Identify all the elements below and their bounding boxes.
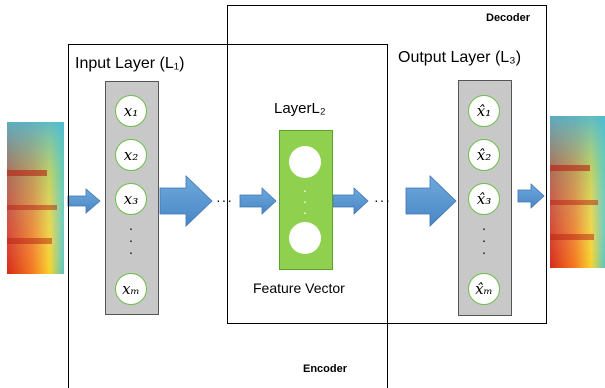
input-node: x₃ xyxy=(115,183,147,215)
output-spectrogram-image xyxy=(550,116,605,268)
arrow-input-to-encoder xyxy=(67,188,101,214)
arrow-decoder-large xyxy=(405,175,457,227)
decoder-box xyxy=(227,5,547,324)
hidden-layer-title: LayerL₂ xyxy=(274,100,326,117)
input-node: xₘ xyxy=(115,273,147,305)
output-layer-title: Output Layer (L₃) xyxy=(398,49,522,66)
encoder-label: Encoder xyxy=(303,363,348,375)
output-node: x̂₃ xyxy=(468,183,500,215)
vertical-ellipsis: ··· xyxy=(481,220,487,260)
feature-vector-caption: Feature Vector xyxy=(253,280,345,296)
feature-node xyxy=(289,146,321,178)
vertical-ellipsis: ··· xyxy=(302,182,308,220)
arrow-from-layer2 xyxy=(332,187,369,215)
ellipsis-right: ··· xyxy=(374,192,391,208)
arrow-to-layer2 xyxy=(239,187,277,215)
input-node: x₁ xyxy=(115,95,147,127)
vertical-ellipsis: ··· xyxy=(128,220,134,260)
input-node: x₂ xyxy=(115,139,147,171)
feature-node xyxy=(289,222,321,254)
arrow-output-to-spectrogram xyxy=(517,183,545,209)
output-node: x̂₁ xyxy=(468,95,500,127)
decoder-label: Decoder xyxy=(486,12,531,24)
ellipsis-left: ··· xyxy=(216,192,233,208)
arrow-encoder-large xyxy=(159,175,213,227)
output-node: x̂₂ xyxy=(468,139,500,171)
encoder-box xyxy=(68,44,388,388)
output-node: x̂ₘ xyxy=(468,273,500,305)
input-layer-title: Input Layer (L₁) xyxy=(75,55,185,72)
input-spectrogram-image xyxy=(7,122,64,274)
